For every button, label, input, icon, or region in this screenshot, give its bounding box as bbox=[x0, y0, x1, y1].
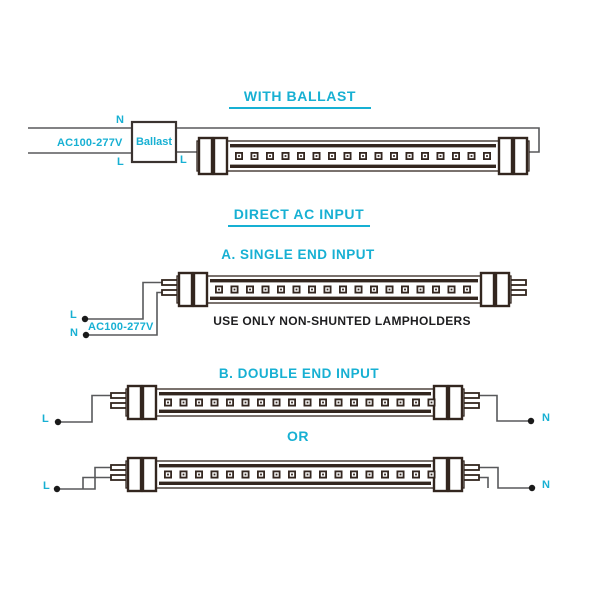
subsection-title-double-end: B. DOUBLE END INPUT bbox=[218, 366, 380, 381]
double-end-2-live-wire-bottom bbox=[82, 476, 112, 489]
ballast-box bbox=[130, 120, 178, 164]
double-end-2-wires bbox=[57, 466, 532, 490]
ballast-box-label: Ballast bbox=[135, 136, 173, 148]
double-end-1-wires bbox=[58, 394, 531, 423]
terminal-dot-live-b1 bbox=[54, 418, 62, 426]
or-separator-label: OR bbox=[287, 428, 309, 444]
single-end-live-label: L bbox=[70, 309, 77, 321]
ballast-voltage-label: AC100-277V bbox=[57, 137, 123, 149]
double-end-2-live-label: L bbox=[43, 480, 50, 492]
led-tube-with-ballast bbox=[196, 136, 530, 176]
ballast-circuit-wires bbox=[28, 127, 540, 154]
double-end-2-neutral-label: N bbox=[542, 479, 550, 491]
section-title-direct-ac: DIRECT AC INPUT bbox=[228, 206, 370, 227]
section-title-with-ballast: WITH BALLAST bbox=[229, 88, 371, 109]
ballast-live-label: L bbox=[117, 156, 124, 168]
terminal-dot-neutral-b2 bbox=[528, 484, 536, 492]
double-end-1-live-wire bbox=[58, 394, 112, 423]
led-tube-double-end-1 bbox=[110, 384, 480, 421]
double-end-2-neutral-wire-top bbox=[478, 466, 532, 489]
double-end-2-neutral-wire-bottom bbox=[478, 476, 489, 488]
terminal-dot-neutral-b1 bbox=[527, 417, 535, 425]
terminal-dot-live-b2 bbox=[53, 485, 61, 493]
ballast-tube-live-label: L bbox=[180, 154, 187, 166]
double-end-1-live-label: L bbox=[42, 413, 49, 425]
led-tube-single-end bbox=[161, 271, 527, 308]
single-end-voltage-label: AC100-277V bbox=[88, 321, 154, 333]
ballast-neutral-label: N bbox=[116, 114, 124, 126]
ballast-to-tube-right-wire bbox=[176, 127, 540, 153]
terminal-dot-live-a bbox=[81, 315, 89, 323]
single-end-neutral-wire bbox=[86, 291, 163, 336]
non-shunted-lampholder-note: USE ONLY NON-SHUNTED LAMPHOLDERS bbox=[213, 314, 471, 328]
terminal-dot-neutral-a bbox=[82, 331, 90, 339]
led-tube-double-end-2 bbox=[110, 456, 480, 493]
single-end-circuit-wires bbox=[85, 281, 163, 336]
single-end-neutral-label: N bbox=[70, 327, 78, 339]
double-end-1-neutral-wire bbox=[478, 394, 531, 422]
double-end-1-neutral-label: N bbox=[542, 412, 550, 424]
single-end-live-wire bbox=[85, 281, 163, 320]
subsection-title-single-end: A. SINGLE END INPUT bbox=[221, 247, 375, 262]
